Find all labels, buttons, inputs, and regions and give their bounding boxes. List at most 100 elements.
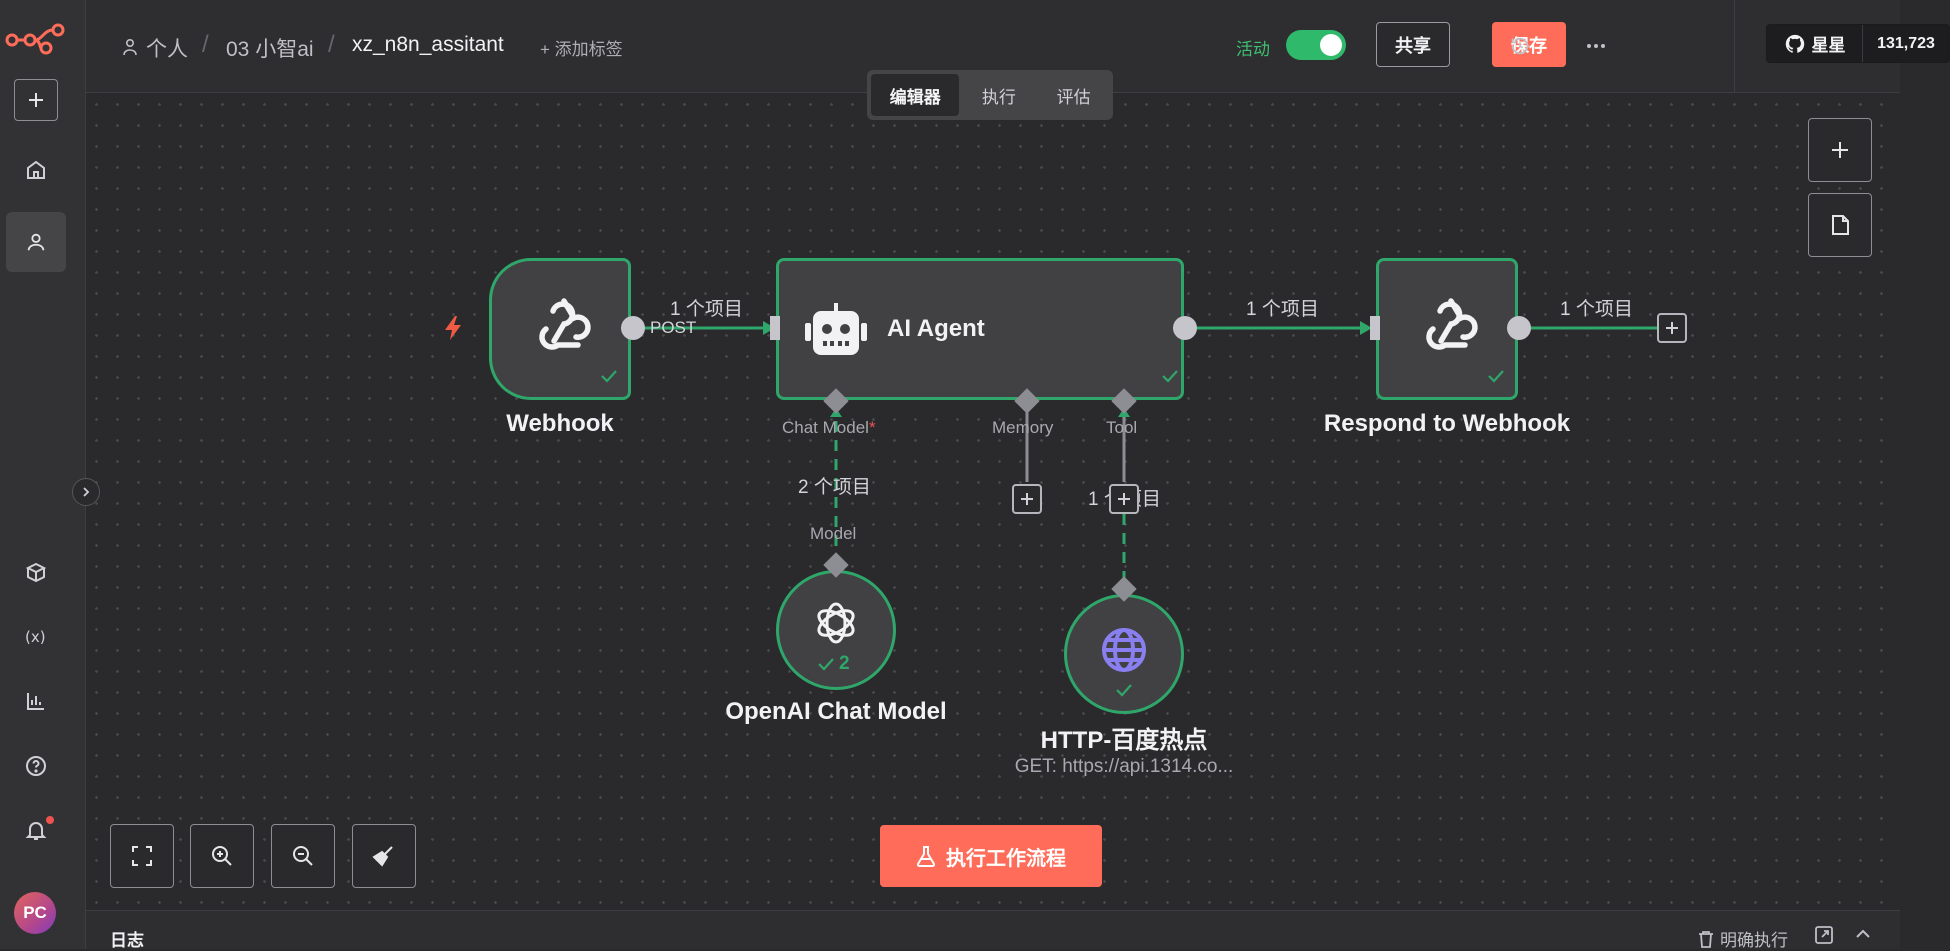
- sidebar-item-home[interactable]: [6, 140, 66, 200]
- globe-icon: [1102, 628, 1146, 672]
- share-button[interactable]: 共享: [1376, 22, 1450, 67]
- node-http-request[interactable]: [1064, 594, 1184, 714]
- history-button[interactable]: [1506, 32, 1534, 60]
- logs-panel-bar[interactable]: 日志 明确执行: [86, 910, 1900, 951]
- user-icon: [123, 38, 137, 56]
- arrow-head: [763, 321, 775, 335]
- robot-icon: [805, 303, 867, 355]
- execute-workflow-button[interactable]: 执行工作流程: [880, 825, 1102, 887]
- sidebar-item-insights[interactable]: [20, 685, 52, 717]
- logs-title: 日志: [110, 931, 144, 950]
- agent-output-port[interactable]: [1173, 316, 1197, 340]
- broom-icon: [372, 846, 393, 867]
- plus-icon: [1021, 493, 1033, 505]
- agent-input-port[interactable]: [770, 316, 780, 340]
- edge-label-agent-respond: 1 个项目: [1246, 299, 1319, 320]
- workflow-name[interactable]: xz_n8n_assitant: [352, 33, 504, 56]
- check-icon: [1488, 370, 1504, 383]
- check-icon: [1162, 370, 1178, 383]
- sidebar-item-personal[interactable]: [6, 212, 66, 272]
- workflow-canvas[interactable]: POST 1 个项目 Webhook AI Agent Chat Model* …: [86, 94, 1900, 910]
- history-icon: [1511, 37, 1529, 55]
- port-label-memory: Memory: [992, 418, 1054, 437]
- respond-output-port[interactable]: [1507, 316, 1531, 340]
- svg-text:(x): (x): [25, 628, 46, 646]
- check-icon: [818, 658, 834, 671]
- openai-icon: [817, 602, 855, 644]
- execute-workflow-label: 执行工作流程: [946, 847, 1066, 870]
- avatar[interactable]: PC: [14, 892, 56, 934]
- run-count: 2: [839, 653, 850, 674]
- run-count-badge: 2: [817, 653, 850, 675]
- github-stars-button[interactable]: 星星 131,723: [1766, 24, 1950, 63]
- n8n-logo-icon[interactable]: [4, 22, 66, 56]
- node-label-webhook: Webhook: [506, 410, 614, 437]
- zoom-in-icon: [212, 846, 232, 866]
- add-node-button[interactable]: [1808, 118, 1872, 182]
- zoom-out-icon: [293, 846, 313, 866]
- popout-icon[interactable]: [1814, 925, 1834, 945]
- respond-input-port[interactable]: [1370, 316, 1380, 340]
- add-button[interactable]: [14, 79, 58, 121]
- ellipsis-icon: [1587, 44, 1605, 48]
- edge-label-model-agent: 2 个项目: [798, 477, 871, 498]
- chat-model-text: Chat Model: [782, 418, 869, 437]
- add-memory-button[interactable]: [1012, 484, 1042, 514]
- user-icon: [27, 233, 45, 251]
- port-label-tool: Tool: [1106, 418, 1138, 437]
- sidebar-item-templates[interactable]: [20, 557, 52, 589]
- tab-evaluations[interactable]: 评估: [1056, 87, 1091, 107]
- active-label: 活动: [1236, 40, 1270, 59]
- plus-icon: [29, 93, 43, 107]
- check-icon: [601, 370, 617, 383]
- node-respond-to-webhook[interactable]: [1376, 258, 1518, 400]
- add-tool-button[interactable]: [1109, 484, 1139, 514]
- node-label-openai: OpenAI Chat Model: [725, 698, 947, 725]
- breadcrumb-separator: /: [202, 31, 209, 58]
- node-ai-agent[interactable]: AI Agent: [776, 258, 1184, 400]
- github-icon: [1785, 34, 1804, 53]
- more-options-button[interactable]: [1582, 32, 1610, 60]
- add-next-node-button[interactable]: [1657, 313, 1687, 343]
- left-sidebar: (x) PC: [0, 0, 100, 949]
- zoom-in-button[interactable]: [190, 824, 254, 888]
- breadcrumb-folder[interactable]: 03 小智ai: [226, 38, 314, 61]
- sidebar-item-notifications[interactable]: [20, 814, 52, 846]
- port-label-model: Model: [810, 524, 857, 543]
- tab-editor[interactable]: 编辑器: [871, 74, 960, 116]
- chevron-up-icon[interactable]: [1854, 927, 1872, 941]
- save-button[interactable]: 保存: [1492, 22, 1566, 67]
- trigger-bolt-icon[interactable]: [442, 314, 464, 342]
- fit-view-button[interactable]: [110, 824, 174, 888]
- breadcrumb-owner[interactable]: 个人: [146, 38, 188, 61]
- sidebar-collapse-button[interactable]: [72, 478, 100, 506]
- breadcrumb-separator: /: [328, 31, 335, 58]
- insights-icon: [27, 693, 44, 710]
- bell-icon: [25, 822, 47, 840]
- add-tag-button[interactable]: + 添加标签: [540, 40, 623, 59]
- help-icon: [26, 756, 46, 776]
- flask-icon: [916, 846, 936, 867]
- webhook-output-port[interactable]: [621, 316, 645, 340]
- add-sticky-note-button[interactable]: [1808, 193, 1872, 257]
- github-star-label-wrap: 星星: [1767, 25, 1863, 62]
- sidebar-item-help[interactable]: [20, 750, 52, 782]
- node-subtitle-http: GET: https://api.1314.co...: [1014, 756, 1234, 777]
- clear-execution-label: 明确执行: [1720, 931, 1788, 950]
- tab-executions[interactable]: 执行: [981, 87, 1016, 107]
- webhook-icon: [1426, 298, 1478, 350]
- notification-dot: [46, 816, 54, 824]
- node-webhook[interactable]: [489, 258, 631, 400]
- trash-icon: [1699, 930, 1713, 948]
- clear-execution-button[interactable]: 明确执行: [1698, 926, 1788, 951]
- edge-label-respond-out: 1 个项目: [1560, 299, 1633, 320]
- check-icon: [1116, 684, 1132, 697]
- node-openai-chat-model[interactable]: 2: [776, 570, 896, 690]
- zoom-out-button[interactable]: [271, 824, 335, 888]
- edge-label-webhook-agent: 1 个项目: [670, 299, 743, 320]
- sidebar-item-variables[interactable]: (x): [20, 621, 52, 653]
- variables-icon: (x): [25, 628, 46, 646]
- active-toggle[interactable]: [1286, 30, 1346, 60]
- view-tabs: 编辑器 执行 评估: [867, 70, 1113, 120]
- tidy-up-button[interactable]: [352, 824, 416, 888]
